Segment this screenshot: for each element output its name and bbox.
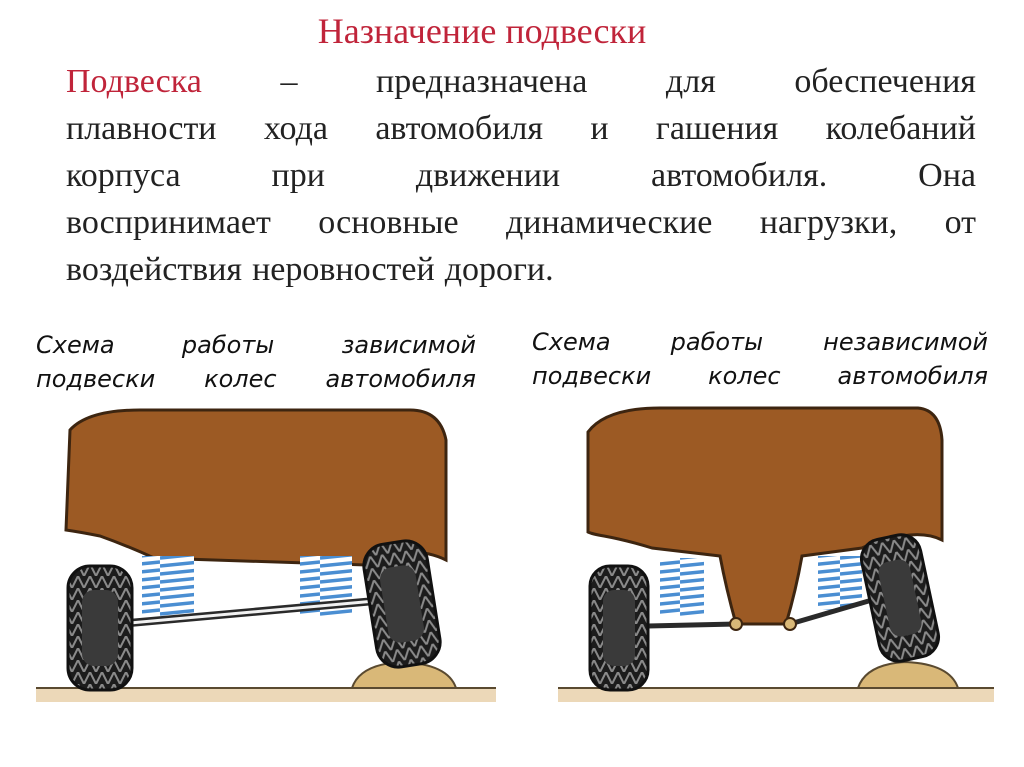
spring-icon	[818, 556, 862, 610]
ground-strip	[558, 688, 994, 702]
paragraph-line: воздействия неровностей дороги.	[66, 246, 976, 293]
paragraph-word: колебаний	[825, 110, 976, 147]
slide-title: Назначение подвески	[317, 11, 647, 51]
paragraph-word: воспринимает	[66, 204, 271, 241]
wheel-icon	[859, 533, 941, 663]
dependent-suspension-diagram	[36, 408, 496, 702]
paragraph-line: Подвеска – предназначена для обеспечения	[66, 58, 976, 105]
car-body	[586, 406, 944, 626]
caption-word: Схема	[532, 328, 611, 356]
caption-line: Схема работы независимой	[532, 325, 988, 359]
control-arm	[789, 597, 873, 627]
caption-line: подвески колес автомобиля	[36, 362, 476, 396]
spring-icon	[142, 556, 194, 616]
rigid-axle-beam	[117, 598, 387, 626]
caption-word: независимой	[823, 328, 988, 356]
pivot-joint	[729, 617, 743, 631]
caption-word: колес	[204, 365, 277, 393]
paragraph-word: обеспечения	[794, 63, 976, 100]
caption-word: Схема	[36, 331, 115, 359]
car-body	[64, 408, 448, 567]
paragraph-word: неровностей	[252, 251, 435, 288]
road-bump	[856, 660, 960, 689]
spring-icon	[660, 558, 704, 616]
paragraph-word: предназначена	[376, 63, 588, 100]
caption-word: подвески	[36, 365, 156, 393]
paragraph-word: автомобиля	[375, 110, 543, 147]
paragraph-word: и	[590, 110, 609, 147]
paragraph-word: основные	[318, 204, 459, 241]
pivot-joint	[783, 617, 797, 631]
paragraph-word: динамические	[505, 204, 713, 241]
independent-suspension-caption: Схема работы независимой подвески колес …	[532, 325, 988, 393]
definition-paragraph: Подвеска – предназначена для обеспечения…	[66, 58, 976, 293]
paragraph-word: Она	[918, 157, 976, 194]
paragraph-word: корпуса	[66, 157, 181, 194]
wheel-icon	[362, 539, 442, 669]
caption-word: автомобиля	[325, 365, 476, 393]
paragraph-line: воспринимает основные динамические нагру…	[66, 199, 976, 246]
wheel-icon	[588, 564, 650, 692]
ground-strip	[36, 688, 496, 702]
paragraph-word: хода	[263, 110, 328, 147]
dependent-suspension-caption: Схема работы зависимой подвески колес ав…	[36, 328, 476, 396]
paragraph-word: плавности	[66, 110, 217, 147]
paragraph-line: корпуса при движении автомобиля. Она	[66, 152, 976, 199]
independent-suspension-diagram	[558, 406, 994, 702]
caption-word: работы	[670, 328, 764, 356]
caption-line: подвески колес автомобиля	[532, 359, 988, 393]
paragraph-word: –	[280, 63, 298, 100]
caption-line: Схема работы зависимой	[36, 328, 476, 362]
caption-word: подвески	[532, 362, 652, 390]
paragraph-word: нагрузки,	[759, 204, 898, 241]
caption-word: работы	[181, 331, 275, 359]
paragraph-word: дороги.	[444, 251, 554, 288]
paragraph-word: гашения	[655, 110, 779, 147]
paragraph-line: плавности хода автомобиля и гашения коле…	[66, 105, 976, 152]
paragraph-word: автомобиля.	[651, 157, 828, 194]
term-highlight: Подвеска	[66, 63, 202, 100]
wheel-icon	[66, 564, 134, 692]
paragraph-word: при	[271, 157, 325, 194]
caption-word: колес	[708, 362, 781, 390]
control-arm	[647, 621, 737, 629]
paragraph-word: для	[665, 63, 716, 100]
caption-word: автомобиля	[837, 362, 988, 390]
caption-word: зависимой	[341, 331, 476, 359]
paragraph-word: движении	[415, 157, 561, 194]
paragraph-word: от	[944, 204, 976, 241]
paragraph-word: воздействия	[66, 251, 243, 288]
